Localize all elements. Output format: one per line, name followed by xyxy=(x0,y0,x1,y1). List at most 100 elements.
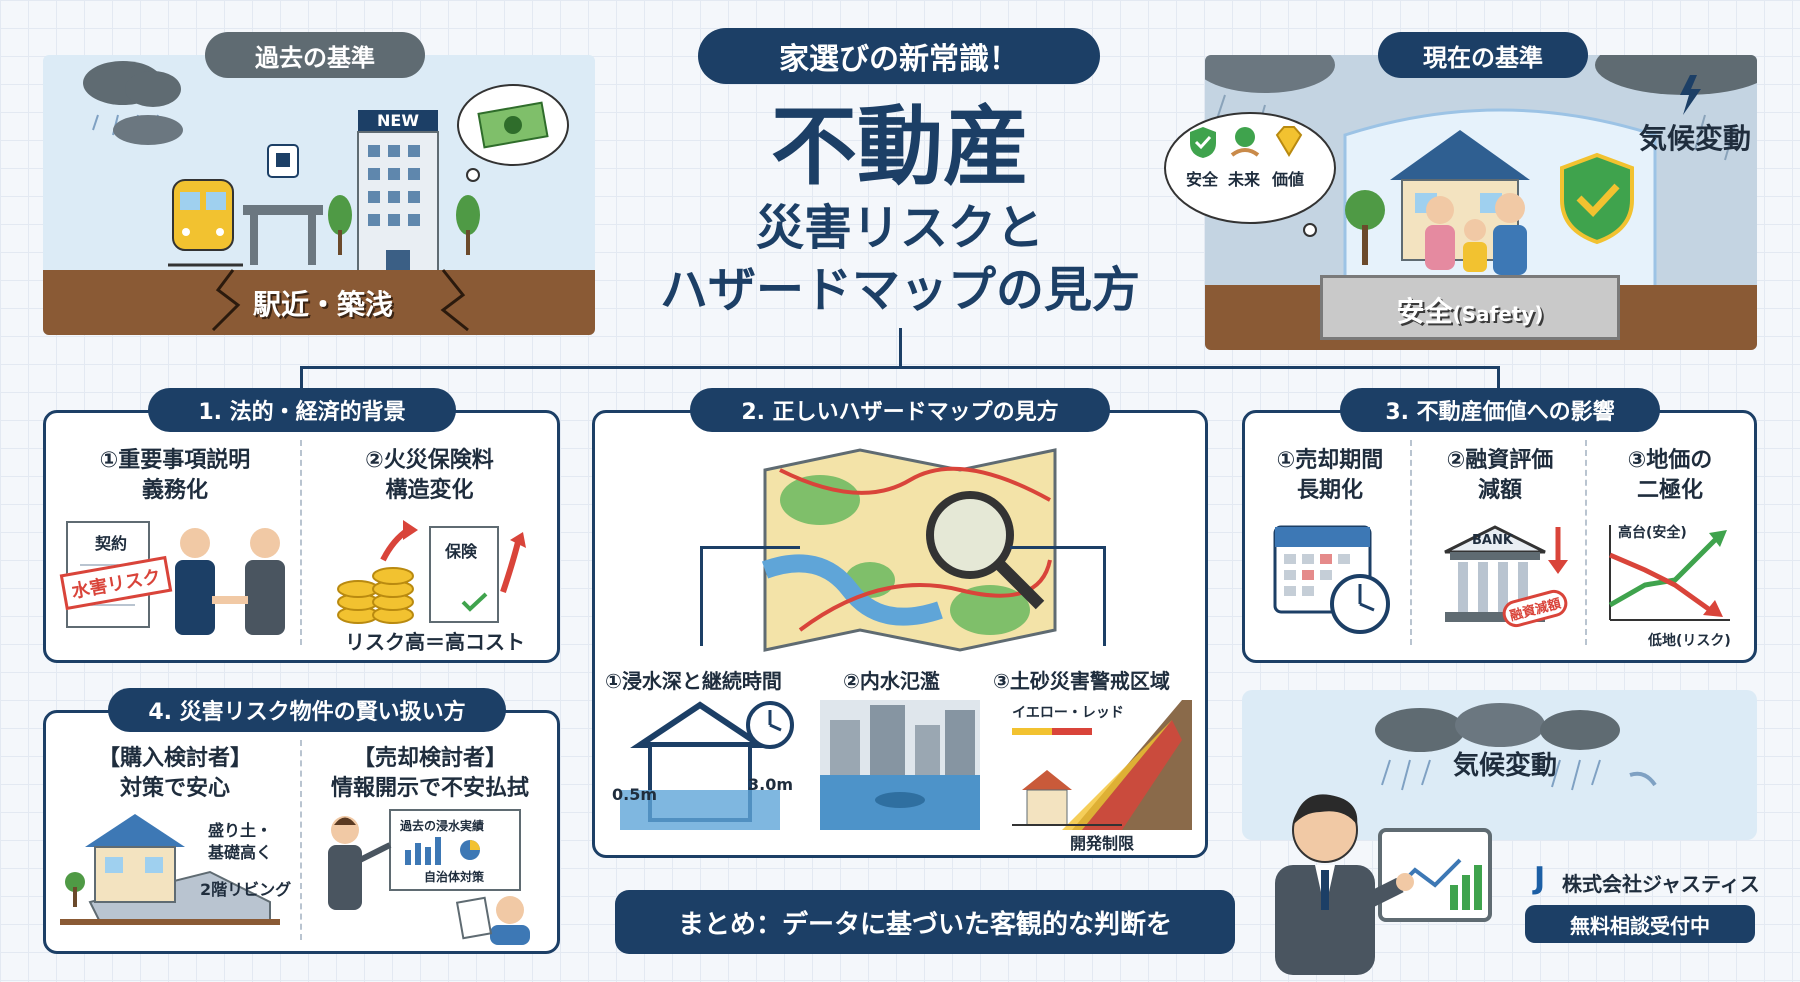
buyer-block: 【購入検討者】 対策で安心 xyxy=(60,744,290,804)
past-ground xyxy=(43,270,595,335)
buyer-note1: 盛り土・基礎高く xyxy=(208,821,273,862)
house-icon xyxy=(1390,130,1530,261)
section3-title: 3. 不動産価値への影響 xyxy=(1340,388,1660,432)
insurance-document-icon xyxy=(429,526,526,623)
company-logo: J xyxy=(1534,861,1546,896)
summary-banner: まとめ：データに基づいた客観的な判断を xyxy=(615,890,1235,954)
pointer-right-down xyxy=(1103,546,1106,646)
bubble-label-future: 未来 xyxy=(1228,170,1261,189)
insurance-label: 保険 xyxy=(445,542,478,561)
section2-item1: ①浸水深と継続時間 xyxy=(605,669,782,693)
businessman-icon xyxy=(1275,794,1492,975)
ground-crack-icon xyxy=(211,269,469,332)
present-scene: 安全(Safety) 気候変動 xyxy=(1205,55,1757,350)
connector-left xyxy=(300,366,303,400)
main-title: 不動産 xyxy=(771,97,1029,197)
section3-divider1 xyxy=(1410,440,1412,645)
section4-title: 4. 災害リスク物件の賢い扱い方 xyxy=(108,688,506,732)
shield-check-icon xyxy=(1560,152,1634,245)
present-tag: 現在の基準 xyxy=(1378,32,1588,78)
consultation-button[interactable]: 無料相談受付中 xyxy=(1525,905,1755,943)
section2-title: 2. 正しいハザードマップの見方 xyxy=(690,388,1110,432)
hazard-map-icon xyxy=(761,448,1057,652)
diamond-icon xyxy=(1275,126,1303,157)
bank-icon xyxy=(1444,525,1568,622)
past-scene: NEW 駅近・築浅 xyxy=(43,55,595,335)
station-icon xyxy=(243,144,323,265)
buyer-heading: 【購入検討者】 xyxy=(97,746,252,771)
restriction-label: 開発制限 xyxy=(1070,834,1135,853)
storm-cloud-icon xyxy=(1205,55,1757,161)
seller-body: 情報開示で不安払拭 xyxy=(330,776,529,801)
storm-clouds-icon xyxy=(1375,703,1657,791)
depth-high-label: 3.0m xyxy=(748,775,794,794)
contract-label: 契約 xyxy=(95,534,128,553)
section2-item2: ②内水氾濫 xyxy=(843,669,940,693)
bubble-label-value: 価値 xyxy=(1272,170,1305,189)
handshake-icon xyxy=(175,528,285,635)
connector-horizontal xyxy=(300,366,1500,369)
section1-divider xyxy=(300,440,302,645)
section1-title: 1. 法的・経済的背景 xyxy=(148,388,456,432)
flood-depth-house-icon xyxy=(620,701,780,830)
new-sign: NEW xyxy=(377,111,419,130)
growth-icon xyxy=(1230,127,1260,157)
high-ground-label: 高台(安全) xyxy=(1618,525,1687,541)
zone-label: イエロー・レッド xyxy=(1012,705,1124,721)
tree-icon xyxy=(1345,190,1385,265)
section1-caption: リスク高＝高コスト xyxy=(345,630,525,654)
buyer-body: 対策で安心 xyxy=(119,776,230,801)
low-ground-label: 低地(リスク) xyxy=(1648,633,1731,649)
buyer-note2: 2階リビング xyxy=(200,880,292,899)
pointer-right xyxy=(1010,546,1105,549)
past-ground-label: 駅近・築浅 xyxy=(252,288,393,321)
section1-item1: ①重要事項説明義務化 xyxy=(99,448,251,503)
board-text2: 自治体対策 xyxy=(424,870,485,884)
section3-item1: ①売却期間長期化 xyxy=(1276,448,1384,503)
connector-right xyxy=(1497,366,1500,400)
safe-label-en: (Safety) xyxy=(1452,302,1544,326)
safe-label: 安全 xyxy=(1396,295,1453,328)
train-icon xyxy=(168,179,243,267)
raised-house-icon xyxy=(60,814,280,925)
pointer-left-down xyxy=(700,546,703,646)
money-thought-bubble-icon xyxy=(457,84,569,182)
pointer-left xyxy=(700,546,800,549)
section4-divider xyxy=(300,740,302,940)
lightning-icon xyxy=(1680,75,1701,115)
section3-item3: ③地価の二極化 xyxy=(1627,448,1713,503)
section3-divider2 xyxy=(1585,440,1587,645)
bank-label: BANK xyxy=(1472,533,1513,548)
seller-block: 【売却検討者】 情報開示で不安払拭 xyxy=(305,744,555,804)
calendar-clock-icon xyxy=(1273,525,1390,634)
past-tag: 過去の基準 xyxy=(205,32,425,78)
small-cloud-icon xyxy=(113,115,183,145)
section3-item2: ②融資評価減額 xyxy=(1446,448,1554,503)
subtitle-line2: ハザードマップの見方 xyxy=(659,262,1140,318)
coins-rising-icon xyxy=(337,520,418,624)
land-price-split-icon xyxy=(1608,525,1730,621)
presentation-board-icon xyxy=(328,809,530,945)
section1-item2: ②火災保険料構造変化 xyxy=(365,448,494,503)
family-icon xyxy=(1425,193,1527,275)
inland-flood-icon xyxy=(820,700,980,830)
subtitle-line1: 災害リスクと xyxy=(755,200,1044,256)
bubble-label-safety: 安全 xyxy=(1186,170,1219,189)
landslide-zone-icon xyxy=(1012,700,1192,830)
kicker-banner: 家選びの新常識！ xyxy=(698,28,1100,84)
present-ground-label: 安全(Safety) xyxy=(1320,290,1620,330)
company-name: 株式会社ジャスティス xyxy=(1562,872,1760,896)
connector-vertical xyxy=(899,328,902,368)
depth-low-label: 0.5m xyxy=(612,785,658,804)
present-climate-label: 気候変動 xyxy=(1638,122,1751,155)
shield-icon xyxy=(1190,127,1216,158)
seller-heading: 【売却検討者】 xyxy=(352,746,507,771)
clock-icon xyxy=(746,701,794,749)
section2-item3: ③土砂災害警戒区域 xyxy=(993,669,1170,693)
climate-box-label: 気候変動 xyxy=(1452,751,1557,781)
new-building-icon xyxy=(357,110,439,281)
tree-icon xyxy=(456,195,480,255)
tree-icon xyxy=(328,195,352,255)
foundation xyxy=(1320,275,1620,340)
board-text1: 過去の浸水実績 xyxy=(400,819,485,833)
